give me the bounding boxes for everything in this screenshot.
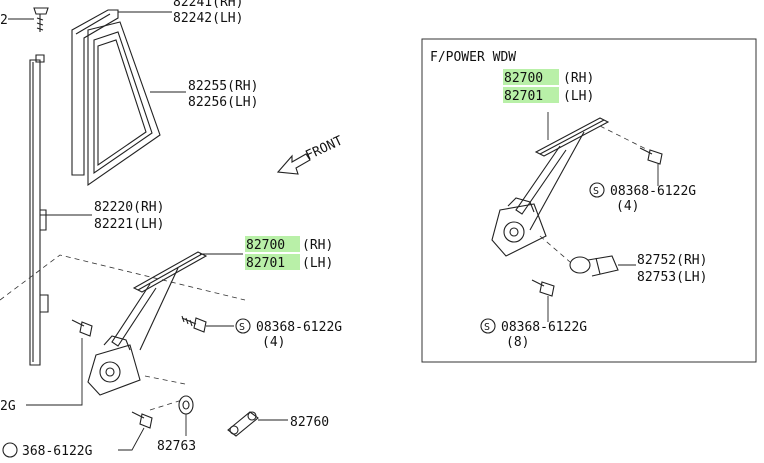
label-bolt-mid-qty: (4) [262,335,285,350]
label-82220: 82220(RH) [94,200,164,215]
label-bolt-bottom-left: 368-6122G [22,444,93,459]
inset-label-bolt-top: 08368-6122G [610,184,696,199]
inset-highlight-82701 [503,87,559,103]
inset-label-82701: 82701 [504,89,543,104]
label-grommet-left: 2G [0,399,16,414]
label-82242: 82242(LH) [173,11,243,26]
label-82763: 82763 [157,439,196,454]
inset-power-regulator [491,112,610,257]
inset-highlight-82700 [503,69,559,85]
label-bolt-left-partial: 2 [0,13,8,28]
inset-label-bolt-bottom-qty: (8) [506,335,529,350]
inset-label-82752: 82752(RH) [637,253,707,268]
label-82701: 82701 [246,256,285,271]
label-bolt-mid: 08368-6122G [256,320,342,335]
washer-82763 [178,395,194,415]
inset-s-symbol-top: S [593,186,599,197]
window-handle-82760 [227,411,259,437]
label-82700: 82700 [246,238,285,253]
label-82760: 82760 [290,415,329,430]
front-arrow-icon [276,153,311,175]
partition-glass [87,21,161,187]
inset-s-symbol-bottom: S [484,322,490,333]
inset-label-82700-side: (RH) [563,71,594,86]
inset-label-82701-side: (LH) [563,89,594,104]
inset-s-symbol-top-icon [589,182,605,198]
inset-regulator-motor [569,255,619,277]
label-82256: 82256(LH) [188,95,258,110]
inset-frame [421,38,757,363]
label-82700-side: (RH) [302,238,333,253]
label-82221: 82221(LH) [94,217,164,232]
label-front: FRONT [303,133,345,163]
inset-title: F/POWER WDW [430,50,516,65]
division-sash [71,9,119,176]
bolt-left [71,319,93,337]
s-symbol-bottom-icon [2,442,18,458]
s-symbol-icon [235,318,251,334]
inset-label-82700: 82700 [504,71,543,86]
label-82701-side: (LH) [302,256,333,271]
inset-bolt-top [639,147,663,165]
bolt-bottom [131,411,153,429]
label-82241: 82241(RH) [173,0,243,10]
inset-s-symbol-bottom-icon [480,318,496,334]
label-82255: 82255(RH) [188,79,258,94]
screw-top-left [33,7,49,32]
inset-bolt-bottom [531,279,555,297]
window-regulator [87,251,208,396]
highlight-82700 [245,236,300,252]
highlight-82701 [245,254,300,270]
inset-label-bolt-top-qty: (4) [616,199,639,214]
bolt-mid [181,315,207,333]
inset-label-bolt-bottom: 08368-6122G [501,320,587,335]
s-symbol-text: S [239,322,245,333]
inset-label-82753: 82753(LH) [637,270,707,285]
glass-run-channel [29,54,49,366]
